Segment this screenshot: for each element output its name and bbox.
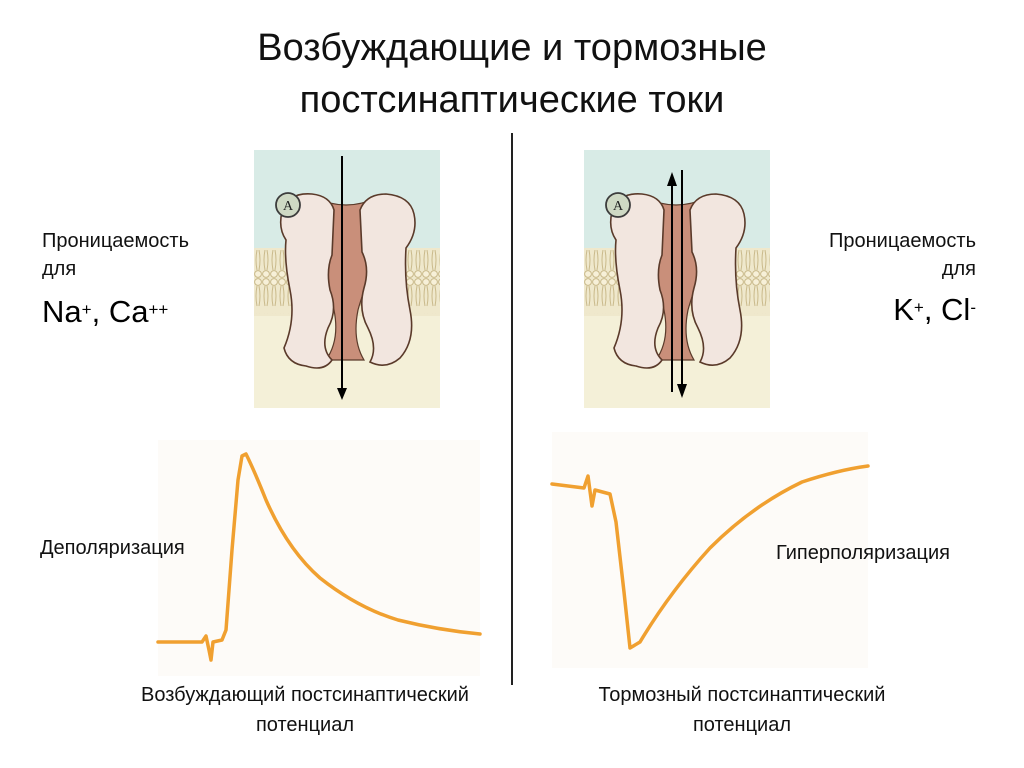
left-ion-channel-illustration: A bbox=[254, 150, 440, 408]
hyperpolarization-label: Гиперполяризация bbox=[776, 542, 951, 564]
left-permeability-label: Проницаемость для bbox=[42, 230, 189, 280]
right-ions: K+, Cl- bbox=[893, 292, 976, 327]
ipsp-curve bbox=[550, 464, 870, 650]
channel-subunit-right bbox=[359, 193, 416, 366]
epsp-curve bbox=[156, 452, 482, 662]
right-ion-channel-illustration: A bbox=[584, 150, 770, 408]
svg-text:A: A bbox=[613, 199, 624, 214]
channel-subunit-right bbox=[689, 193, 746, 366]
epsp-trace-graph bbox=[156, 440, 482, 676]
ion-na: Na bbox=[42, 294, 82, 329]
ion-cl: Cl bbox=[941, 292, 971, 327]
ipsp-trace-graph bbox=[550, 432, 870, 668]
ion-k: K bbox=[893, 292, 914, 327]
channel-subunit-left bbox=[609, 193, 665, 369]
epsp-caption: Возбуждающий постсинаптический потенциал bbox=[141, 684, 469, 736]
center-divider bbox=[511, 133, 513, 685]
ligand-badge bbox=[275, 192, 301, 218]
title-line-1: Возбуждающие и тормозные bbox=[257, 27, 767, 69]
left-ions: Na+, Ca++ bbox=[42, 294, 169, 329]
svg-text:A: A bbox=[283, 199, 294, 214]
right-permeability-label: Проницаемость для bbox=[829, 230, 976, 280]
depolarization-label: Деполяризация bbox=[40, 537, 185, 559]
page-title: Возбуждающие и тормозные постсинаптическ… bbox=[0, 22, 1024, 126]
ligand-badge bbox=[605, 192, 631, 218]
ipsp-caption: Тормозный постсинаптический потенциал bbox=[598, 684, 886, 736]
ion-ca: Ca bbox=[108, 294, 149, 329]
channel-subunit-left bbox=[279, 193, 335, 369]
title-line-2: постсинаптические токи bbox=[299, 79, 725, 121]
